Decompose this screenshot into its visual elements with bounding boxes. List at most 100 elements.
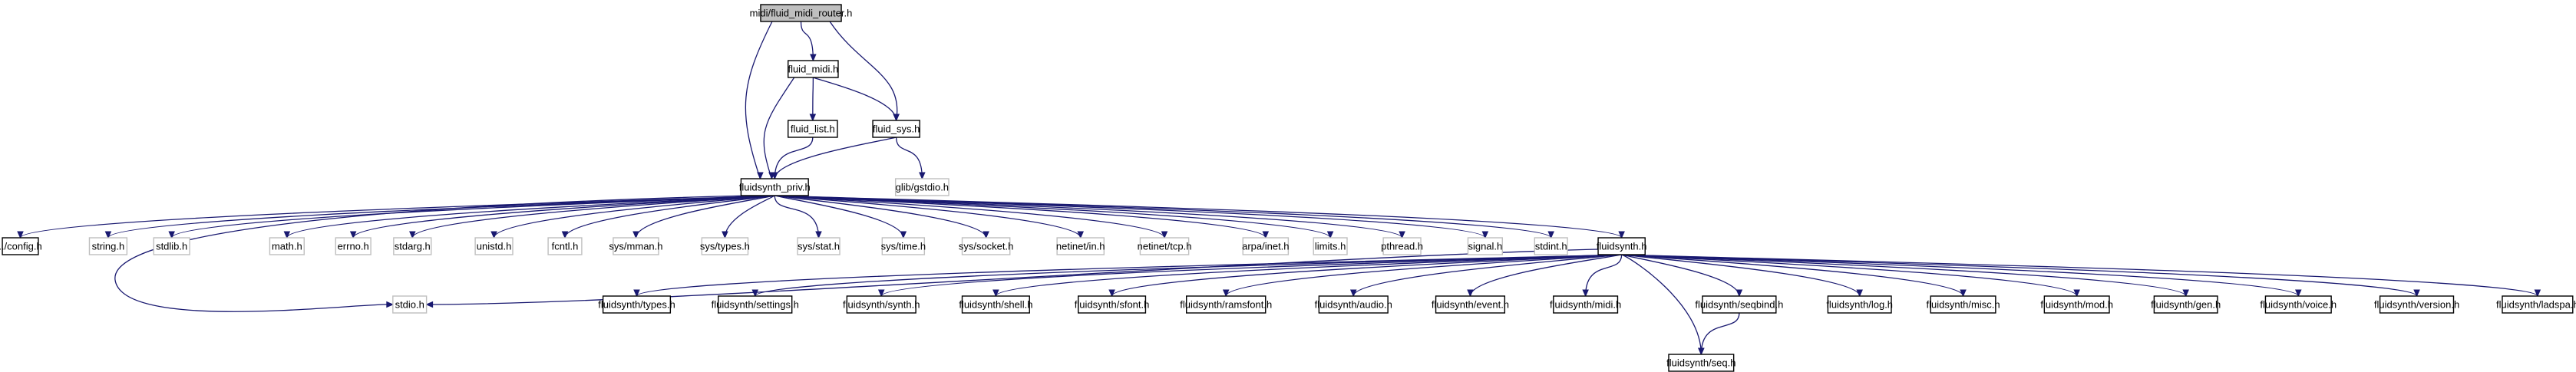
edge-fluid-midi-to-fluid-list-arrowhead bbox=[809, 114, 817, 122]
edge-fluidsynth-to-fs-ramsfont bbox=[1225, 254, 1622, 297]
node-sys-stat-label: sys/stat.h bbox=[798, 241, 840, 252]
edge-fluidsynth-priv-to-stdio bbox=[114, 195, 749, 312]
edge-fluidsynth-to-fs-ladspa bbox=[1621, 254, 2538, 297]
node-fs-seq[interactable]: fluidsynth/seq.h bbox=[1666, 354, 1735, 372]
edge-fluidsynth-priv-to-stdarg bbox=[411, 195, 775, 239]
node-netinet-tcp: netinet/tcp.h bbox=[1138, 237, 1192, 255]
edge-fluidsynth-priv-to-sys-types-arrowhead bbox=[722, 231, 728, 239]
edge-root-to-fluidsynth-priv bbox=[745, 21, 773, 179]
node-fs-gen-box bbox=[2153, 295, 2218, 314]
edge-fluidsynth-priv-to-fluidsynth bbox=[774, 195, 1623, 239]
edge-fluidsynth-priv-to-netinet-in-arrowhead bbox=[1077, 231, 1084, 239]
node-errno-box bbox=[335, 237, 372, 255]
edge-fluidsynth-to-fs-midi bbox=[1584, 254, 1623, 297]
node-fs-types[interactable]: fluidsynth/types.h bbox=[598, 295, 675, 314]
node-fluid-sys-box bbox=[872, 120, 920, 138]
edge-fluidsynth-priv-to-limits-arrowhead bbox=[1326, 231, 1334, 239]
node-fluidsynth-box bbox=[1597, 237, 1646, 255]
edge-fluidsynth-priv-to-arpa-inet-arrowhead bbox=[1262, 231, 1270, 239]
edge-fluidsynth-priv-to-stdarg-arrowhead bbox=[409, 231, 416, 239]
node-config[interactable]: ../config.h bbox=[0, 237, 42, 255]
node-fluidsynth-priv[interactable]: fluidsynth_priv.h bbox=[739, 178, 811, 196]
edges-layer bbox=[17, 21, 2541, 356]
edge-fluidsynth-to-fs-audio bbox=[1352, 254, 1622, 297]
edge-fluidsynth-priv-to-sys-mman bbox=[635, 195, 775, 239]
edge-fluidsynth-to-fs-types-arrowhead bbox=[633, 289, 640, 298]
node-fluidsynth-priv-box bbox=[740, 178, 809, 196]
node-netinet-in-box bbox=[1056, 237, 1105, 255]
node-fs-voice[interactable]: fluidsynth/voice.h bbox=[2260, 295, 2337, 314]
edge-fluid-midi-to-fluid-sys-arrowhead bbox=[893, 114, 900, 122]
edge-fluid-sys-to-glib-gstdio bbox=[895, 137, 923, 179]
node-fluidsynth-priv-label: fluidsynth_priv.h bbox=[739, 182, 811, 193]
node-fs-mod-label: fluidsynth/mod.h bbox=[2040, 299, 2113, 311]
edge-fluidsynth-priv-to-sys-time bbox=[774, 195, 904, 239]
node-fs-gen-label: fluidsynth/gen.h bbox=[2151, 299, 2221, 311]
node-config-label: ../config.h bbox=[0, 241, 42, 252]
edge-fluidsynth-priv-to-config-arrowhead bbox=[17, 231, 24, 239]
node-fluid-midi[interactable]: fluid_midi.h bbox=[788, 60, 839, 78]
edge-fluid-midi-to-fluidsynth-priv bbox=[763, 77, 795, 179]
node-fs-synth[interactable]: fluidsynth/synth.h bbox=[843, 295, 920, 314]
node-fs-audio[interactable]: fluidsynth/audio.h bbox=[1315, 295, 1392, 314]
node-fluidsynth[interactable]: fluidsynth.h bbox=[1597, 237, 1647, 255]
edge-fs-seqbind-to-fs-seq-arrowhead bbox=[1698, 347, 1705, 356]
node-fs-event-label: fluidsynth/event.h bbox=[1432, 299, 1509, 311]
node-root[interactable]: midi/fluid_midi_router.h bbox=[750, 4, 853, 22]
node-sys-types-box bbox=[701, 237, 749, 255]
node-fs-ladspa[interactable]: fluidsynth/ladspa.h bbox=[2496, 295, 2576, 314]
node-limits: limits.h bbox=[1313, 237, 1348, 255]
node-stdlib-box bbox=[153, 237, 190, 255]
node-fs-gen[interactable]: fluidsynth/gen.h bbox=[2151, 295, 2221, 314]
node-netinet-tcp-label: netinet/tcp.h bbox=[1138, 241, 1192, 252]
edge-fluidsynth-priv-to-sys-socket-arrowhead bbox=[983, 231, 989, 239]
edge-fluidsynth-priv-to-sys-stat-arrowhead bbox=[815, 231, 822, 239]
node-signal-box bbox=[1467, 237, 1503, 255]
node-fs-ramsfont[interactable]: fluidsynth/ramsfont.h bbox=[1180, 295, 1272, 314]
node-fs-seqbind[interactable]: fluidsynth/seqbind.h bbox=[1695, 295, 1783, 314]
node-stdarg-label: stdarg.h bbox=[395, 241, 431, 252]
node-fs-log[interactable]: fluidsynth/log.h bbox=[1826, 295, 1893, 314]
node-fs-mod[interactable]: fluidsynth/mod.h bbox=[2040, 295, 2113, 314]
node-fs-version[interactable]: fluidsynth/version.h bbox=[2374, 295, 2459, 314]
edge-fluidsynth-to-stdio bbox=[426, 249, 1599, 305]
edge-fluidsynth-to-fs-sfont bbox=[1111, 254, 1622, 297]
node-sys-time-label: sys/time.h bbox=[881, 241, 926, 252]
node-glib-gstdio-box bbox=[894, 178, 949, 196]
node-fs-ladspa-label: fluidsynth/ladspa.h bbox=[2496, 299, 2576, 311]
edge-fluidsynth-to-fs-shell-arrowhead bbox=[992, 289, 999, 298]
node-string-box bbox=[88, 237, 128, 255]
node-fs-event[interactable]: fluidsynth/event.h bbox=[1432, 295, 1509, 314]
node-netinet-tcp-box bbox=[1139, 237, 1190, 255]
node-string: string.h bbox=[88, 237, 128, 255]
node-fluid-list-label: fluid_list.h bbox=[791, 123, 835, 135]
node-fs-midi[interactable]: fluidsynth/midi.h bbox=[1550, 295, 1621, 314]
edge-fluidsynth-priv-to-sys-types bbox=[724, 195, 775, 239]
node-fs-settings[interactable]: fluidsynth/settings.h bbox=[712, 295, 799, 314]
node-sys-types: sys/types.h bbox=[700, 237, 750, 255]
edge-fluidsynth-to-fs-settings-arrowhead bbox=[751, 289, 759, 298]
edge-fluidsynth-priv-to-signal-arrowhead bbox=[1481, 231, 1489, 239]
node-fs-sfont[interactable]: fluidsynth/sfont.h bbox=[1075, 295, 1150, 314]
node-stdint-label: stdint.h bbox=[1535, 241, 1567, 252]
node-fluid-list[interactable]: fluid_list.h bbox=[788, 120, 838, 138]
node-fs-shell-label: fluidsynth/shell.h bbox=[959, 299, 1032, 311]
edge-root-to-fluidsynth-priv-arrowhead bbox=[757, 172, 764, 180]
node-fs-shell[interactable]: fluidsynth/shell.h bbox=[959, 295, 1032, 314]
node-glib-gstdio-label: glib/gstdio.h bbox=[896, 182, 949, 193]
node-unistd: unistd.h bbox=[474, 237, 514, 255]
edge-fluidsynth-to-fs-mod-arrowhead bbox=[2073, 289, 2080, 298]
nodes-layer: midi/fluid_midi_router.h fluid_midi.hflui… bbox=[0, 4, 2576, 372]
edge-fluidsynth-priv-to-netinet-in bbox=[774, 195, 1082, 239]
node-config-box bbox=[2, 237, 39, 255]
node-fs-misc[interactable]: fluidsynth/misc.h bbox=[1926, 295, 2000, 314]
node-fluidsynth-label: fluidsynth.h bbox=[1597, 241, 1647, 252]
edge-fluidsynth-priv-to-sys-time-arrowhead bbox=[900, 231, 907, 239]
edge-fluid-sys-to-glib-gstdio-arrowhead bbox=[919, 172, 926, 180]
node-pthread-label: pthread.h bbox=[1381, 241, 1423, 252]
node-fluid-sys[interactable]: fluid_sys.h bbox=[872, 120, 920, 138]
edge-fluidsynth-to-fs-log-arrowhead bbox=[1856, 289, 1863, 298]
node-fs-seqbind-label: fluidsynth/seqbind.h bbox=[1695, 299, 1783, 311]
node-fs-settings-label: fluidsynth/settings.h bbox=[712, 299, 799, 311]
